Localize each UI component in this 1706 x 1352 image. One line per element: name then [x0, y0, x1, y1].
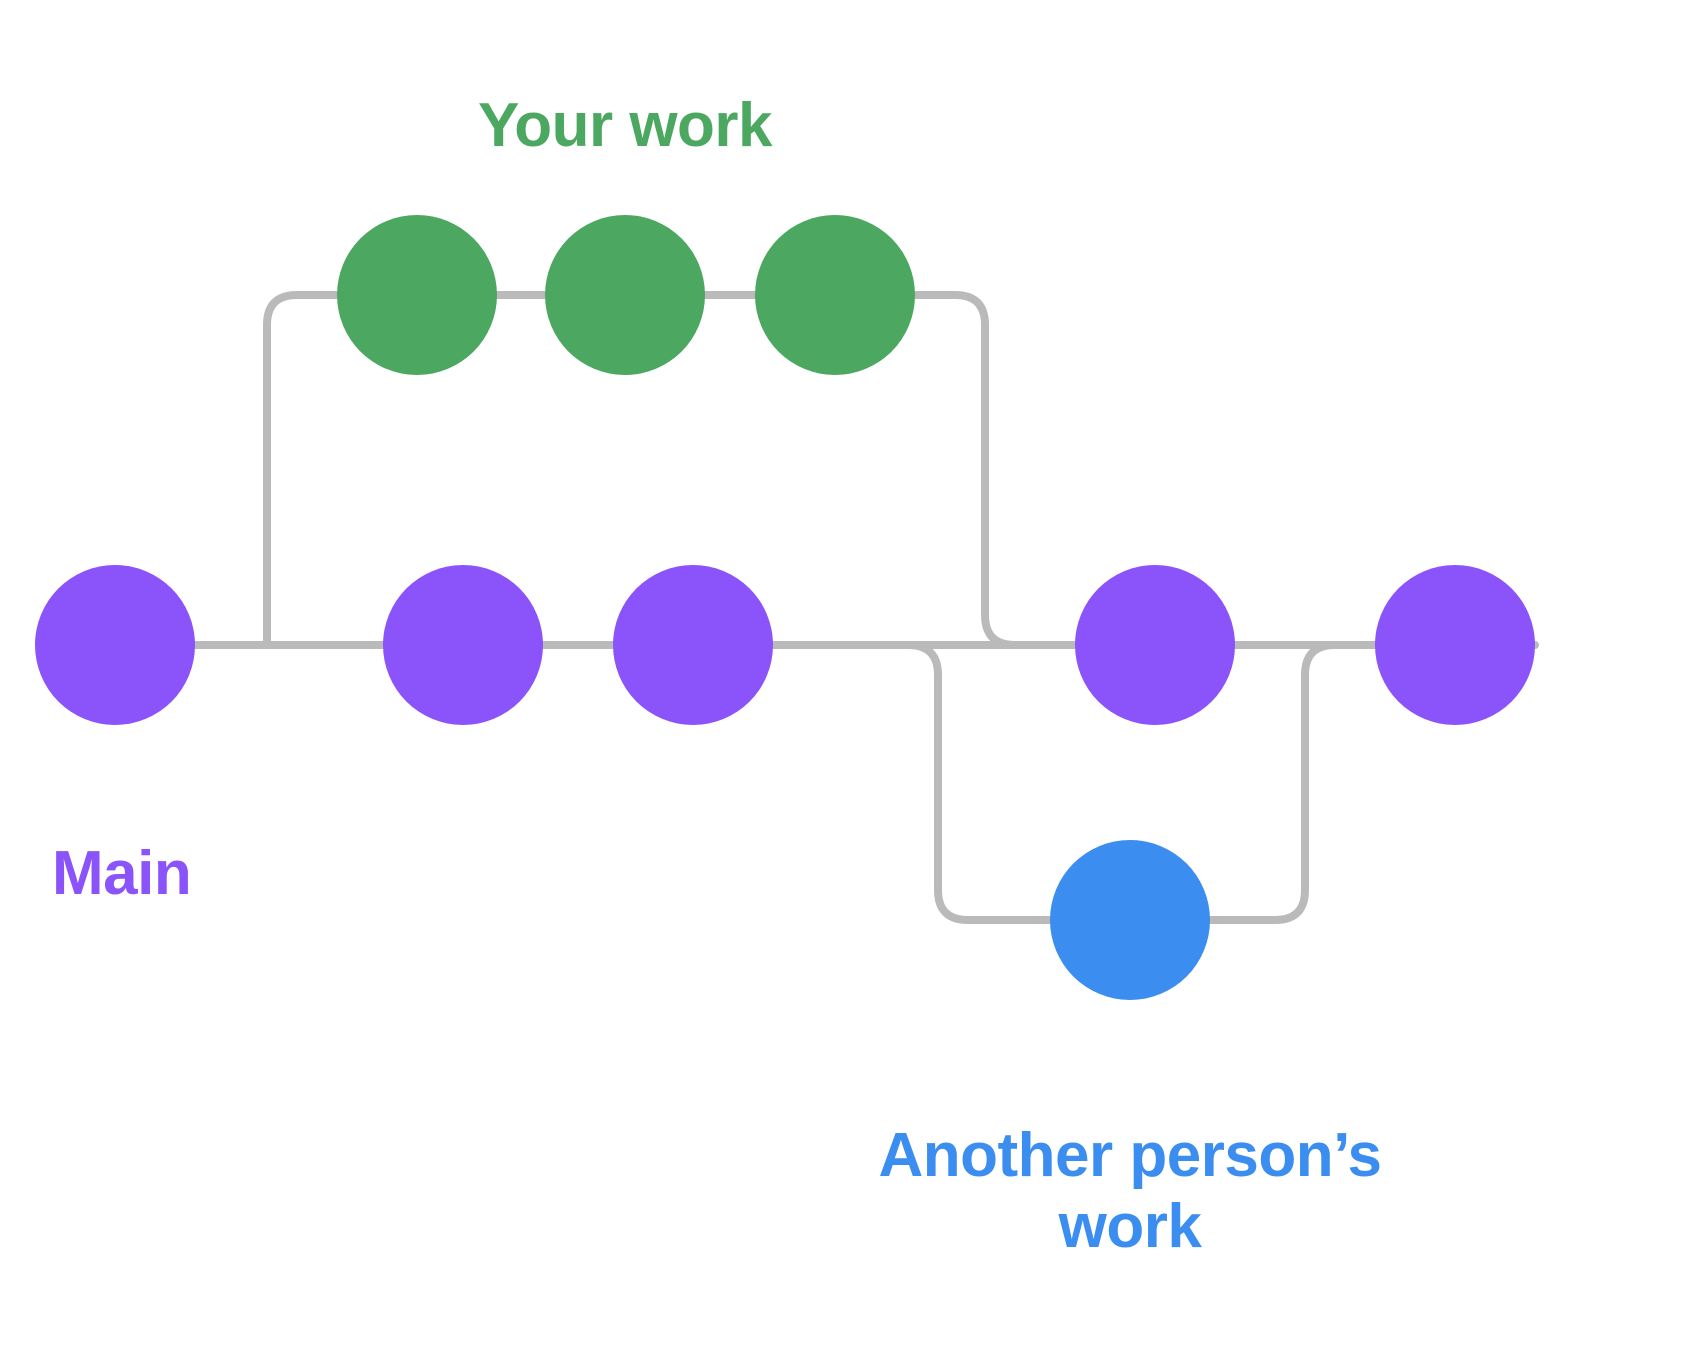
- branch-label-another-person-work-line2: work: [1058, 1192, 1202, 1262]
- commit-node-your-work-3[interactable]: [755, 215, 915, 375]
- branch-label-main: Main: [52, 839, 192, 908]
- commit-node-main-2[interactable]: [383, 565, 543, 725]
- connector-branch-out-blue: [904, 641, 1054, 924]
- commit-node-other-work-1[interactable]: [1050, 840, 1210, 1000]
- commit-node-your-work-1[interactable]: [337, 215, 497, 375]
- commit-node-main-1[interactable]: [35, 565, 195, 725]
- connector-merge-in-blue: [1206, 641, 1339, 924]
- connector-merge-in-green: [911, 291, 1019, 649]
- branch-label-your-work: Your work: [477, 91, 773, 160]
- connector-branch-out-green: [263, 291, 341, 649]
- branch-label-another-person-work-line1: Another person’s: [878, 1121, 1383, 1190]
- commit-node-your-work-2[interactable]: [545, 215, 705, 375]
- commit-node-main-4[interactable]: [1075, 565, 1235, 725]
- commit-nodes-group: [35, 215, 1535, 1000]
- commit-node-main-5[interactable]: [1375, 565, 1535, 725]
- commit-node-main-3[interactable]: [613, 565, 773, 725]
